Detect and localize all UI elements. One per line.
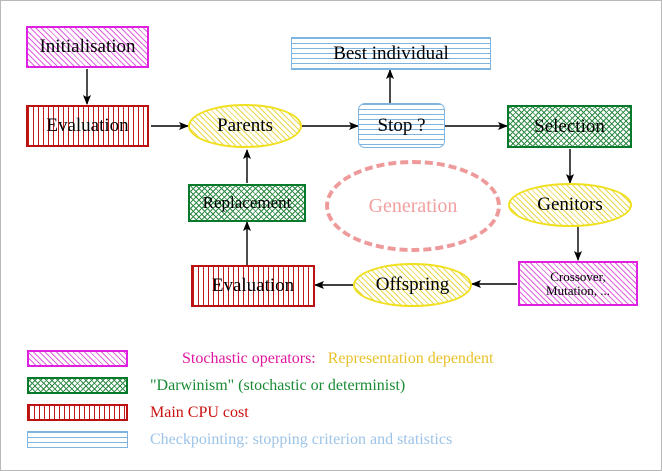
- node-generation-group: Generation: [325, 160, 501, 252]
- legend-label-darwinism: "Darwinism" (stochastic or determinist): [150, 376, 406, 394]
- node-stop[interactable]: Stop ?: [358, 103, 445, 148]
- legend-label-main-cpu-cost: Main CPU cost: [150, 403, 249, 421]
- node-best-individual[interactable]: Best individual: [291, 37, 491, 70]
- node-evaluation-bottom[interactable]: Evaluation: [191, 265, 315, 307]
- legend-swatch-checkpointing: [27, 431, 128, 448]
- node-initialisation-label: Initialisation: [39, 36, 136, 58]
- node-replacement[interactable]: Replacement: [188, 184, 306, 222]
- legend-row: Checkpointing: stopping criterion and st…: [27, 426, 637, 453]
- node-parents-label: Parents: [217, 115, 273, 137]
- node-evaluation-bottom-label: Evaluation: [211, 275, 295, 297]
- node-initialisation[interactable]: Initialisation: [26, 26, 149, 68]
- node-selection[interactable]: Selection: [507, 105, 632, 148]
- node-offspring[interactable]: Offspring: [353, 263, 472, 307]
- node-evaluation-top[interactable]: Evaluation: [26, 105, 149, 147]
- legend-text-primary: Stochastic operators:: [182, 349, 316, 367]
- legend-swatch-stochastic-operators: [27, 350, 128, 367]
- node-offspring-label: Offspring: [375, 274, 450, 296]
- node-stop-label: Stop ?: [377, 114, 426, 136]
- node-parents[interactable]: Parents: [188, 104, 302, 148]
- node-crossover-line2: Mutation, ...: [546, 282, 610, 298]
- legend-text-secondary: Representation dependent: [327, 349, 494, 367]
- node-crossover-mutation[interactable]: Crossover, Mutation, ...: [518, 261, 638, 306]
- legend-label-stochastic-operators: Stochastic operators: Representation dep…: [150, 332, 493, 386]
- legend-row: Main CPU cost: [27, 399, 637, 426]
- legend-row: Stochastic operators: Representation dep…: [27, 345, 637, 372]
- node-evaluation-top-label: Evaluation: [46, 115, 129, 137]
- node-genitors[interactable]: Genitors: [508, 183, 632, 227]
- node-selection-label: Selection: [534, 115, 605, 137]
- legend-swatch-main-cpu-cost: [27, 404, 128, 421]
- legend: Stochastic operators: Representation dep…: [27, 345, 637, 453]
- node-best-individual-label: Best individual: [333, 42, 449, 64]
- legend-label-checkpointing: Checkpointing: stopping criterion and st…: [150, 430, 453, 448]
- legend-swatch-darwinism: [27, 377, 128, 394]
- legend-row: "Darwinism" (stochastic or determinist): [27, 372, 637, 399]
- node-genitors-label: Genitors: [537, 194, 603, 216]
- node-crossover-line1: Crossover,: [550, 268, 606, 284]
- node-generation-label: Generation: [368, 194, 458, 217]
- node-replacement-label: Replacement: [202, 193, 292, 213]
